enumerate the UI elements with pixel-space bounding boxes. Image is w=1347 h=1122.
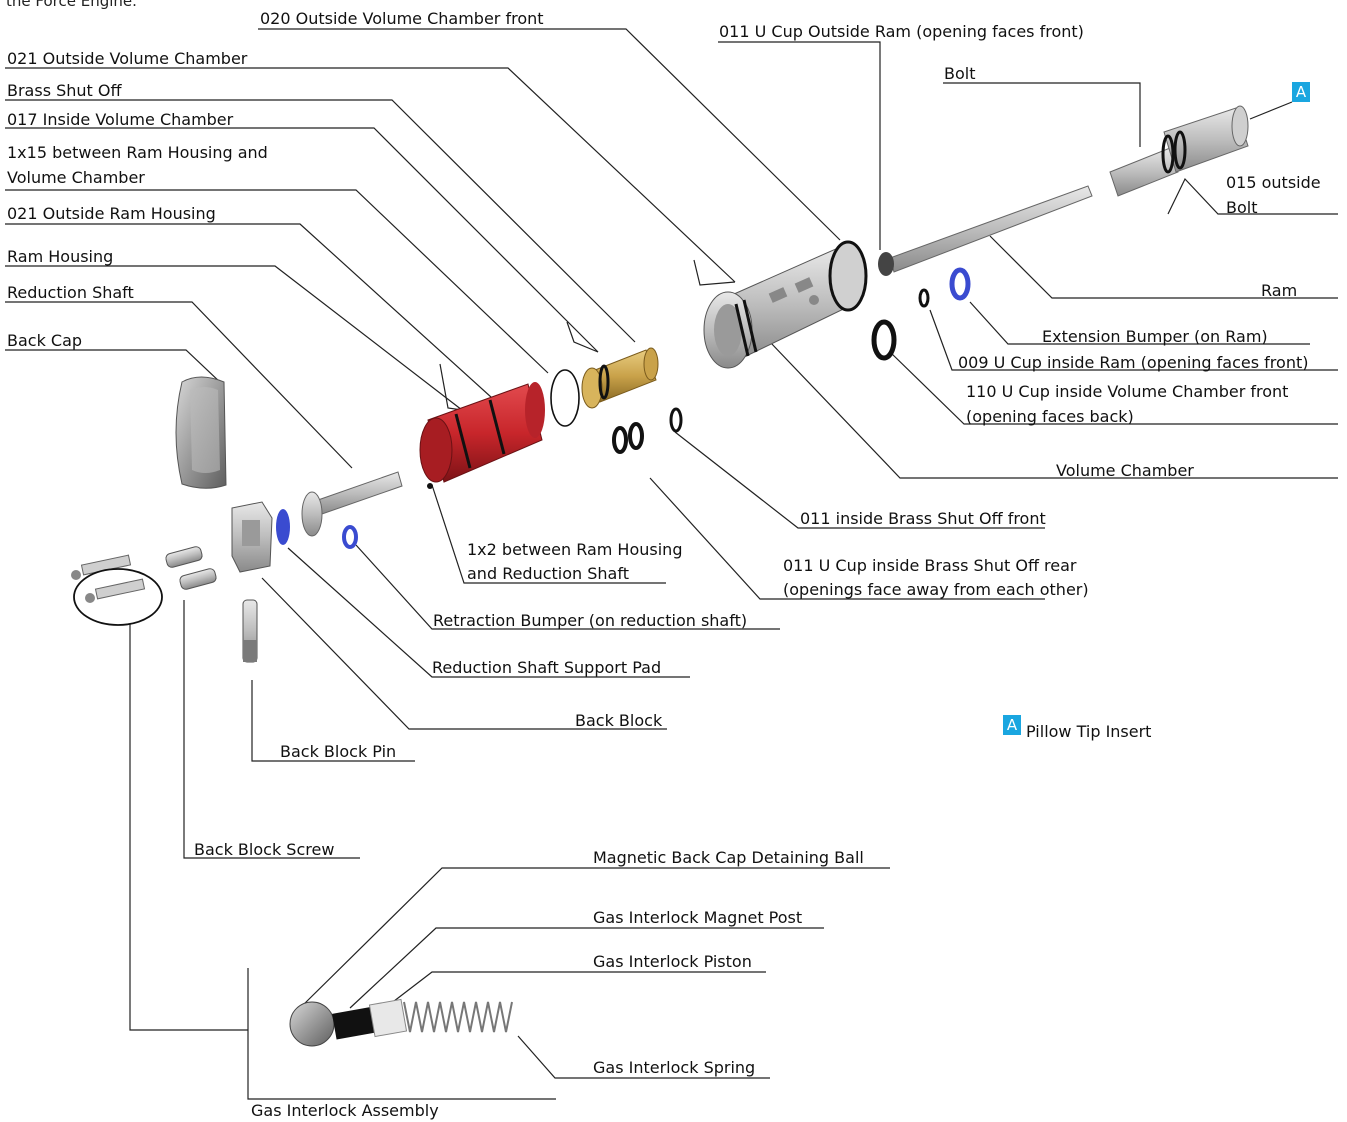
label-interlock-assembly: Gas Interlock Assembly bbox=[251, 1101, 439, 1120]
label-back-block: Back Block bbox=[575, 711, 663, 730]
label-ram-housing: Ram Housing bbox=[7, 247, 114, 266]
support-pad-part bbox=[276, 509, 290, 545]
retraction-bumper-part bbox=[342, 525, 358, 549]
ram-part bbox=[878, 185, 1093, 276]
ram-housing-part bbox=[419, 382, 545, 489]
label-detaining-ball: Magnetic Back Cap Detaining Ball bbox=[593, 848, 864, 867]
label-reduction-shaft: Reduction Shaft bbox=[7, 283, 134, 302]
label-ram: Ram bbox=[1261, 281, 1298, 300]
label-interlock-piston: Gas Interlock Piston bbox=[593, 952, 752, 971]
volume-chamber-part bbox=[703, 240, 868, 369]
label-u-cup-brass-rear-line2: (openings face away from each other) bbox=[783, 580, 1089, 599]
extension-bumper-part bbox=[949, 267, 971, 301]
bolt-part bbox=[1109, 105, 1249, 197]
label-interlock-spring: Gas Interlock Spring bbox=[593, 1058, 756, 1077]
label-retraction-bumper: Retraction Bumper (on reduction shaft) bbox=[433, 611, 748, 630]
label-brass-shut-off: Brass Shut Off bbox=[7, 81, 122, 100]
u-cup-110-part bbox=[871, 319, 897, 361]
label-extension-bumper: Extension Bumper (on Ram) bbox=[1042, 327, 1268, 346]
u-cup-brass-rear-part-a bbox=[612, 426, 628, 454]
label-magnet-post: Gas Interlock Magnet Post bbox=[593, 908, 803, 927]
oring-1x15-part bbox=[550, 369, 580, 427]
back-block-screws-part bbox=[165, 546, 217, 590]
label-u-cup-brass-rear-line1: 011 U Cup inside Brass Shut Off rear bbox=[783, 556, 1077, 575]
inside-brass-front-oring-part bbox=[669, 407, 683, 433]
label-back-cap: Back Cap bbox=[7, 331, 83, 350]
leader-lines bbox=[5, 28, 1338, 1100]
label-volume-chamber: Volume Chamber bbox=[1056, 461, 1194, 480]
label-between-ram-reduction-line1: 1x2 between Ram Housing bbox=[467, 540, 683, 559]
label-outside-volume-chamber-front: 020 Outside Volume Chamber front bbox=[260, 9, 544, 28]
back-cap-part bbox=[175, 376, 227, 489]
label-u-cup-outside-ram: 011 U Cup Outside Ram (opening faces fro… bbox=[719, 22, 1084, 41]
back-block-part bbox=[231, 501, 273, 573]
label-u-cup-inside-ram: 009 U Cup inside Ram (opening faces fron… bbox=[958, 353, 1309, 372]
label-back-block-pin: Back Block Pin bbox=[280, 742, 397, 761]
back-block-pin-part bbox=[242, 599, 258, 663]
interlock-highlight-circle bbox=[73, 568, 163, 626]
gas-interlock-assembly-part bbox=[289, 998, 513, 1047]
label-outside-ram-housing: 021 Outside Ram Housing bbox=[7, 204, 216, 223]
label-outside-bolt-line2: Bolt bbox=[1226, 198, 1258, 217]
reduction-shaft-part bbox=[301, 471, 403, 537]
label-support-pad: Reduction Shaft Support Pad bbox=[432, 658, 662, 677]
brass-shut-off-part bbox=[581, 347, 659, 409]
label-outside-bolt-line1: 015 outside bbox=[1226, 173, 1321, 192]
label-outside-volume-chamber: 021 Outside Volume Chamber bbox=[7, 49, 248, 68]
label-bolt: Bolt bbox=[944, 64, 976, 83]
label-between-ram-reduction-line2: and Reduction Shaft bbox=[467, 564, 629, 583]
label-between-ram-volume-line1: 1x15 between Ram Housing and bbox=[7, 143, 268, 162]
label-back-block-screw: Back Block Screw bbox=[194, 840, 335, 859]
legend-text: Pillow Tip Insert bbox=[1026, 722, 1152, 741]
label-inside-brass-front: 011 inside Brass Shut Off front bbox=[800, 509, 1046, 528]
legend-badge: A bbox=[1003, 715, 1021, 735]
u-cup-009-part bbox=[918, 288, 930, 308]
small-interlock-parts bbox=[71, 554, 163, 626]
label-u-cup-inside-volume-line2: (opening faces back) bbox=[966, 407, 1134, 426]
badge-a-marker: A bbox=[1292, 82, 1310, 102]
u-cup-brass-rear-part-b bbox=[628, 422, 644, 450]
label-between-ram-volume-line2: Volume Chamber bbox=[7, 168, 145, 187]
intro-text: the Force Engine. bbox=[6, 0, 137, 10]
label-inside-volume-chamber: 017 Inside Volume Chamber bbox=[7, 110, 234, 129]
label-u-cup-inside-volume-line1: 110 U Cup inside Volume Chamber front bbox=[966, 382, 1289, 401]
